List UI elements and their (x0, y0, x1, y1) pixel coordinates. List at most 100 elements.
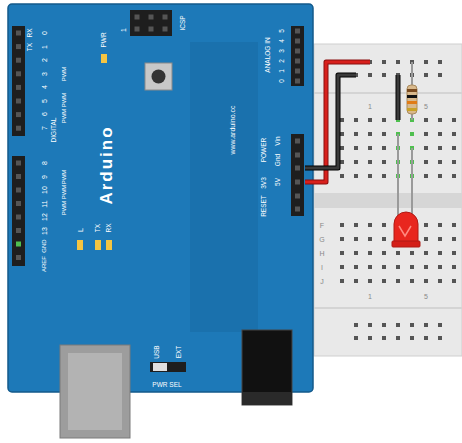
breadboard-hole (340, 223, 344, 227)
header-pin (135, 15, 140, 20)
pwm-label: PWM (61, 201, 67, 216)
reset-button (145, 63, 172, 90)
breadboard-hole (368, 73, 372, 77)
breadboard-hole (438, 174, 442, 178)
breadboard-hole (354, 223, 358, 227)
breadboard-hole (396, 251, 400, 255)
breadboard-hole (424, 118, 428, 122)
breadboard-hole (382, 146, 386, 150)
pin-number: 13 (41, 227, 48, 235)
pin-label: RESET (261, 195, 268, 217)
breadboard-hole (354, 160, 358, 164)
resistor-band (407, 101, 417, 104)
pin-number: 1 (120, 28, 127, 32)
breadboard-hole (438, 223, 442, 227)
breadboard-hole (368, 237, 372, 241)
header-title: ANALOG IN (265, 37, 272, 72)
breadboard-hole (396, 60, 400, 64)
row-letter: J (320, 278, 324, 285)
usb-connector-face (68, 353, 122, 430)
pin-label: 5V (275, 178, 282, 186)
breadboard-hole (396, 265, 400, 269)
breadboard-hole (438, 118, 442, 122)
breadboard-hole (424, 279, 428, 283)
breadboard-hole (438, 73, 442, 77)
breadboard-hole (410, 336, 414, 340)
led-label: PWR (101, 32, 108, 47)
header-pin (16, 215, 21, 220)
header-pin (149, 27, 154, 32)
breadboard-hole (396, 279, 400, 283)
resistor-band (407, 108, 417, 111)
header-title: ICSP (180, 15, 187, 30)
breadboard-hole (340, 237, 344, 241)
breadboard-hole (452, 160, 456, 164)
jumper-label: EXT (176, 346, 183, 359)
breadboard-hole (396, 323, 400, 327)
header-pin (16, 99, 21, 104)
header-pin (16, 201, 21, 206)
header-pin (295, 153, 300, 158)
header-pin (16, 242, 21, 247)
breadboard-hole (368, 265, 372, 269)
header-pin (295, 166, 300, 171)
breadboard-hole (340, 251, 344, 255)
rail-divider (314, 307, 462, 309)
breadboard-hole (382, 160, 386, 164)
column-number: 1 (368, 293, 372, 300)
pin-number: 1 (279, 69, 286, 73)
breadboard-hole (438, 323, 442, 327)
pwm-label: PWM (61, 93, 67, 108)
usb-connector (60, 345, 130, 438)
header-pin (16, 58, 21, 63)
breadboard-hole (382, 118, 386, 122)
header-title: POWER (261, 138, 268, 163)
breadboard-hole (368, 223, 372, 227)
breadboard-hole (410, 265, 414, 269)
breadboard-hole (382, 132, 386, 136)
black-wire (305, 75, 356, 168)
header-pins (16, 15, 300, 261)
smd-led (95, 240, 101, 250)
pin-label: TX (27, 43, 34, 51)
header-pin (295, 49, 300, 54)
header-pin (295, 180, 300, 185)
black-wire (305, 75, 356, 168)
header-pin (295, 59, 300, 64)
breadboard-hole (438, 336, 442, 340)
breadboard-hole (340, 146, 344, 150)
pin-number: 5 (41, 99, 48, 103)
breadboard-hole (452, 279, 456, 283)
pin-label: Vin (275, 136, 282, 145)
breadboard-hole (424, 73, 428, 77)
breadboard-hole (452, 132, 456, 136)
breadboard-hole (438, 132, 442, 136)
breadboard-hole (368, 279, 372, 283)
breadboard-hole (382, 323, 386, 327)
pin-number: 11 (41, 200, 48, 207)
pin-number: 3 (279, 49, 286, 53)
breadboard-hole (452, 237, 456, 241)
header-pin (16, 112, 21, 117)
jumper (153, 363, 167, 371)
breadboard-hole (354, 118, 358, 122)
header-pin (16, 174, 21, 179)
breadboard-hole (424, 160, 428, 164)
header-pin (295, 194, 300, 199)
black-wire (397, 75, 400, 120)
pin-number: 1 (41, 45, 48, 49)
breadboard-hole (410, 132, 414, 136)
led-symbol (394, 212, 418, 244)
breadboard-hole (340, 160, 344, 164)
pin-number: 3 (41, 72, 48, 76)
breadboard-hole (354, 265, 358, 269)
row-letter: G (319, 236, 324, 243)
breadboard-hole (382, 251, 386, 255)
column-number: 1 (368, 103, 372, 110)
header-title: DIGITAL (51, 118, 58, 143)
breadboard-hole (354, 251, 358, 255)
breadboard-hole (424, 323, 428, 327)
breadboard-hole (410, 251, 414, 255)
breadboard-hole (410, 279, 414, 283)
